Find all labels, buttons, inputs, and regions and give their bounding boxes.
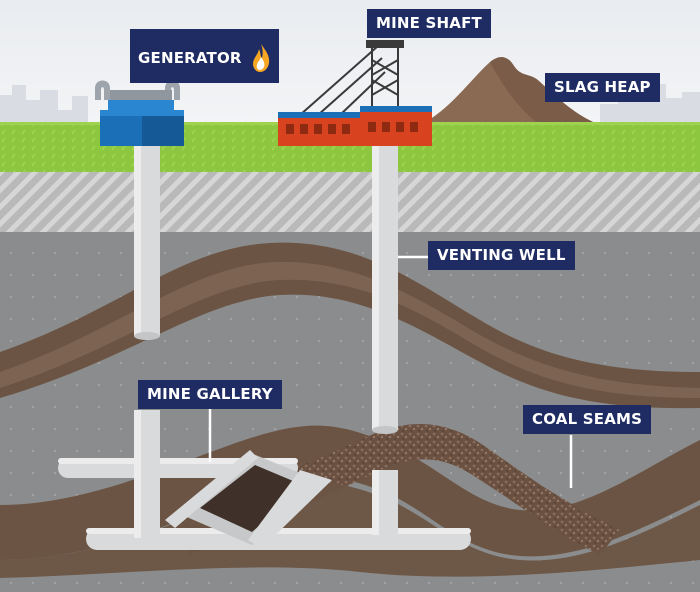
mine-shaft-label: MINE SHAFT [367, 9, 491, 38]
upper-coal-seam-band [0, 261, 700, 398]
slag-heap-label-text: SLAG HEAP [554, 78, 651, 96]
mine-shaft-label-text: MINE SHAFT [376, 14, 482, 32]
venting-well-label-text: VENTING WELL [437, 246, 566, 264]
leader-lines [208, 255, 573, 488]
generator-label: GENERATOR [130, 29, 280, 83]
flame-icon [253, 44, 270, 72]
city-silhouette [0, 84, 700, 125]
mine-gallery-label-text: MINE GALLERY [147, 385, 273, 403]
coal-seams-label: COAL SEAMS [523, 405, 652, 434]
mine-shaft-structure [278, 40, 432, 146]
mine-shaft-lower-pipe [372, 470, 398, 535]
coal-seams-label-text: COAL SEAMS [532, 410, 643, 428]
generator-building [95, 80, 184, 146]
generator-pipe [134, 140, 160, 340]
topsoil-layer [0, 172, 700, 232]
mine-gallery-label: MINE GALLERY [138, 380, 282, 409]
mine-gallery-tunnel [165, 450, 332, 548]
lower-coal-seam [0, 425, 700, 560]
slag-heap-label: SLAG HEAP [545, 73, 660, 102]
mine-gallery-pipe [134, 410, 160, 538]
venting-well-label: VENTING WELL [428, 241, 575, 270]
venting-well-pipe [372, 140, 398, 434]
generator-label-text: GENERATOR [138, 48, 242, 67]
